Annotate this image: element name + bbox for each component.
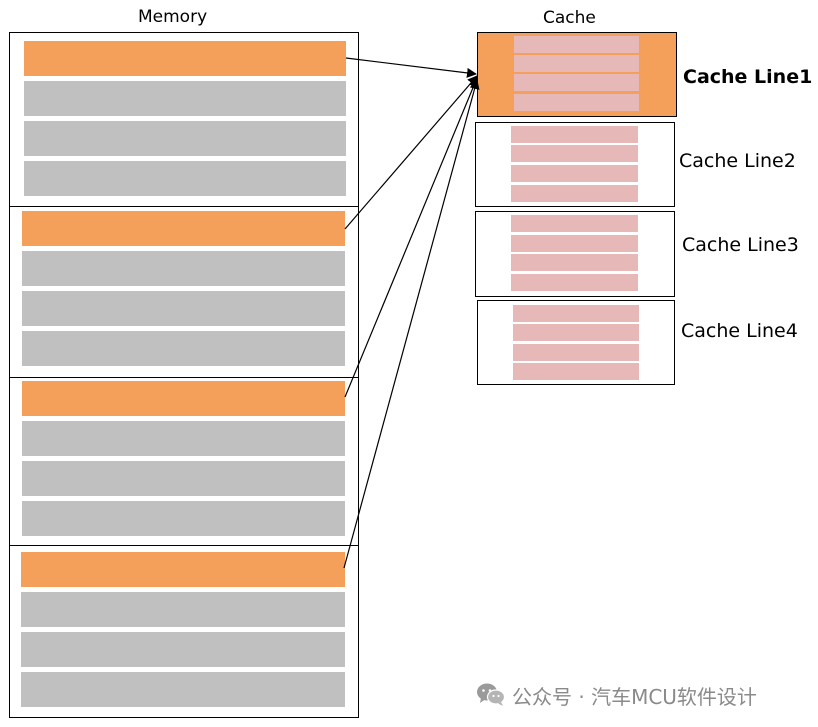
watermark-text: 公众号 · 汽车MCU软件设计 (512, 684, 757, 709)
memory-row-gray (22, 461, 345, 496)
arrow-block-4-to-cache-line-1 (343, 79, 480, 569)
memory-row-gray (22, 331, 345, 366)
cache-line-3-box (475, 211, 675, 297)
memory-row-orange (22, 381, 345, 416)
cache-line-2-label: Cache Line2 (679, 150, 796, 172)
cache-row (511, 215, 638, 232)
arrow-block-3-to-cache-line-1 (344, 77, 479, 398)
memory-row-gray (21, 632, 345, 667)
cache-row (513, 344, 639, 361)
cache-row (511, 274, 638, 291)
cache-row (511, 126, 638, 143)
cache-line-1-box (477, 32, 677, 117)
cache-line-4-box (477, 300, 675, 385)
cache-row (511, 145, 638, 162)
cache-row (513, 305, 639, 322)
memory-block-4 (9, 545, 359, 718)
cache-line-1-label: Cache Line1 (683, 66, 813, 88)
memory-row-orange (24, 41, 346, 76)
cache-row (513, 363, 639, 380)
arrow-block-2-to-cache-line-1 (344, 75, 478, 230)
memory-row-gray (21, 672, 345, 707)
cache-row (513, 324, 639, 341)
cache-row (514, 74, 639, 91)
memory-row-gray (21, 592, 345, 627)
cache-row (511, 235, 638, 252)
cache-row (514, 36, 639, 53)
cache-line-4-label: Cache Line4 (681, 320, 798, 342)
memory-row-gray (24, 161, 346, 196)
memory-row-orange (22, 211, 345, 246)
memory-block-1 (9, 32, 359, 207)
memory-row-gray (22, 291, 345, 326)
memory-title: Memory (138, 7, 208, 27)
cache-row (514, 94, 639, 111)
memory-row-gray (24, 81, 346, 116)
memory-row-orange (21, 552, 345, 587)
watermark: 公众号 · 汽车MCU软件设计 (476, 680, 757, 710)
memory-row-gray (24, 121, 346, 156)
cache-row (511, 185, 638, 202)
cache-line-2-box (475, 122, 675, 207)
wechat-icon (477, 683, 506, 706)
cache-title: Cache (543, 8, 596, 28)
arrow-block-1-to-cache-line-1 (345, 57, 477, 78)
memory-block-2 (9, 206, 359, 378)
cache-row (511, 254, 638, 271)
memory-block-3 (9, 377, 359, 548)
cache-row (511, 165, 638, 182)
cache-row (514, 55, 639, 72)
memory-row-gray (22, 501, 345, 536)
memory-row-gray (22, 251, 345, 286)
memory-row-gray (22, 421, 345, 456)
cache-line-3-label: Cache Line3 (682, 234, 799, 256)
